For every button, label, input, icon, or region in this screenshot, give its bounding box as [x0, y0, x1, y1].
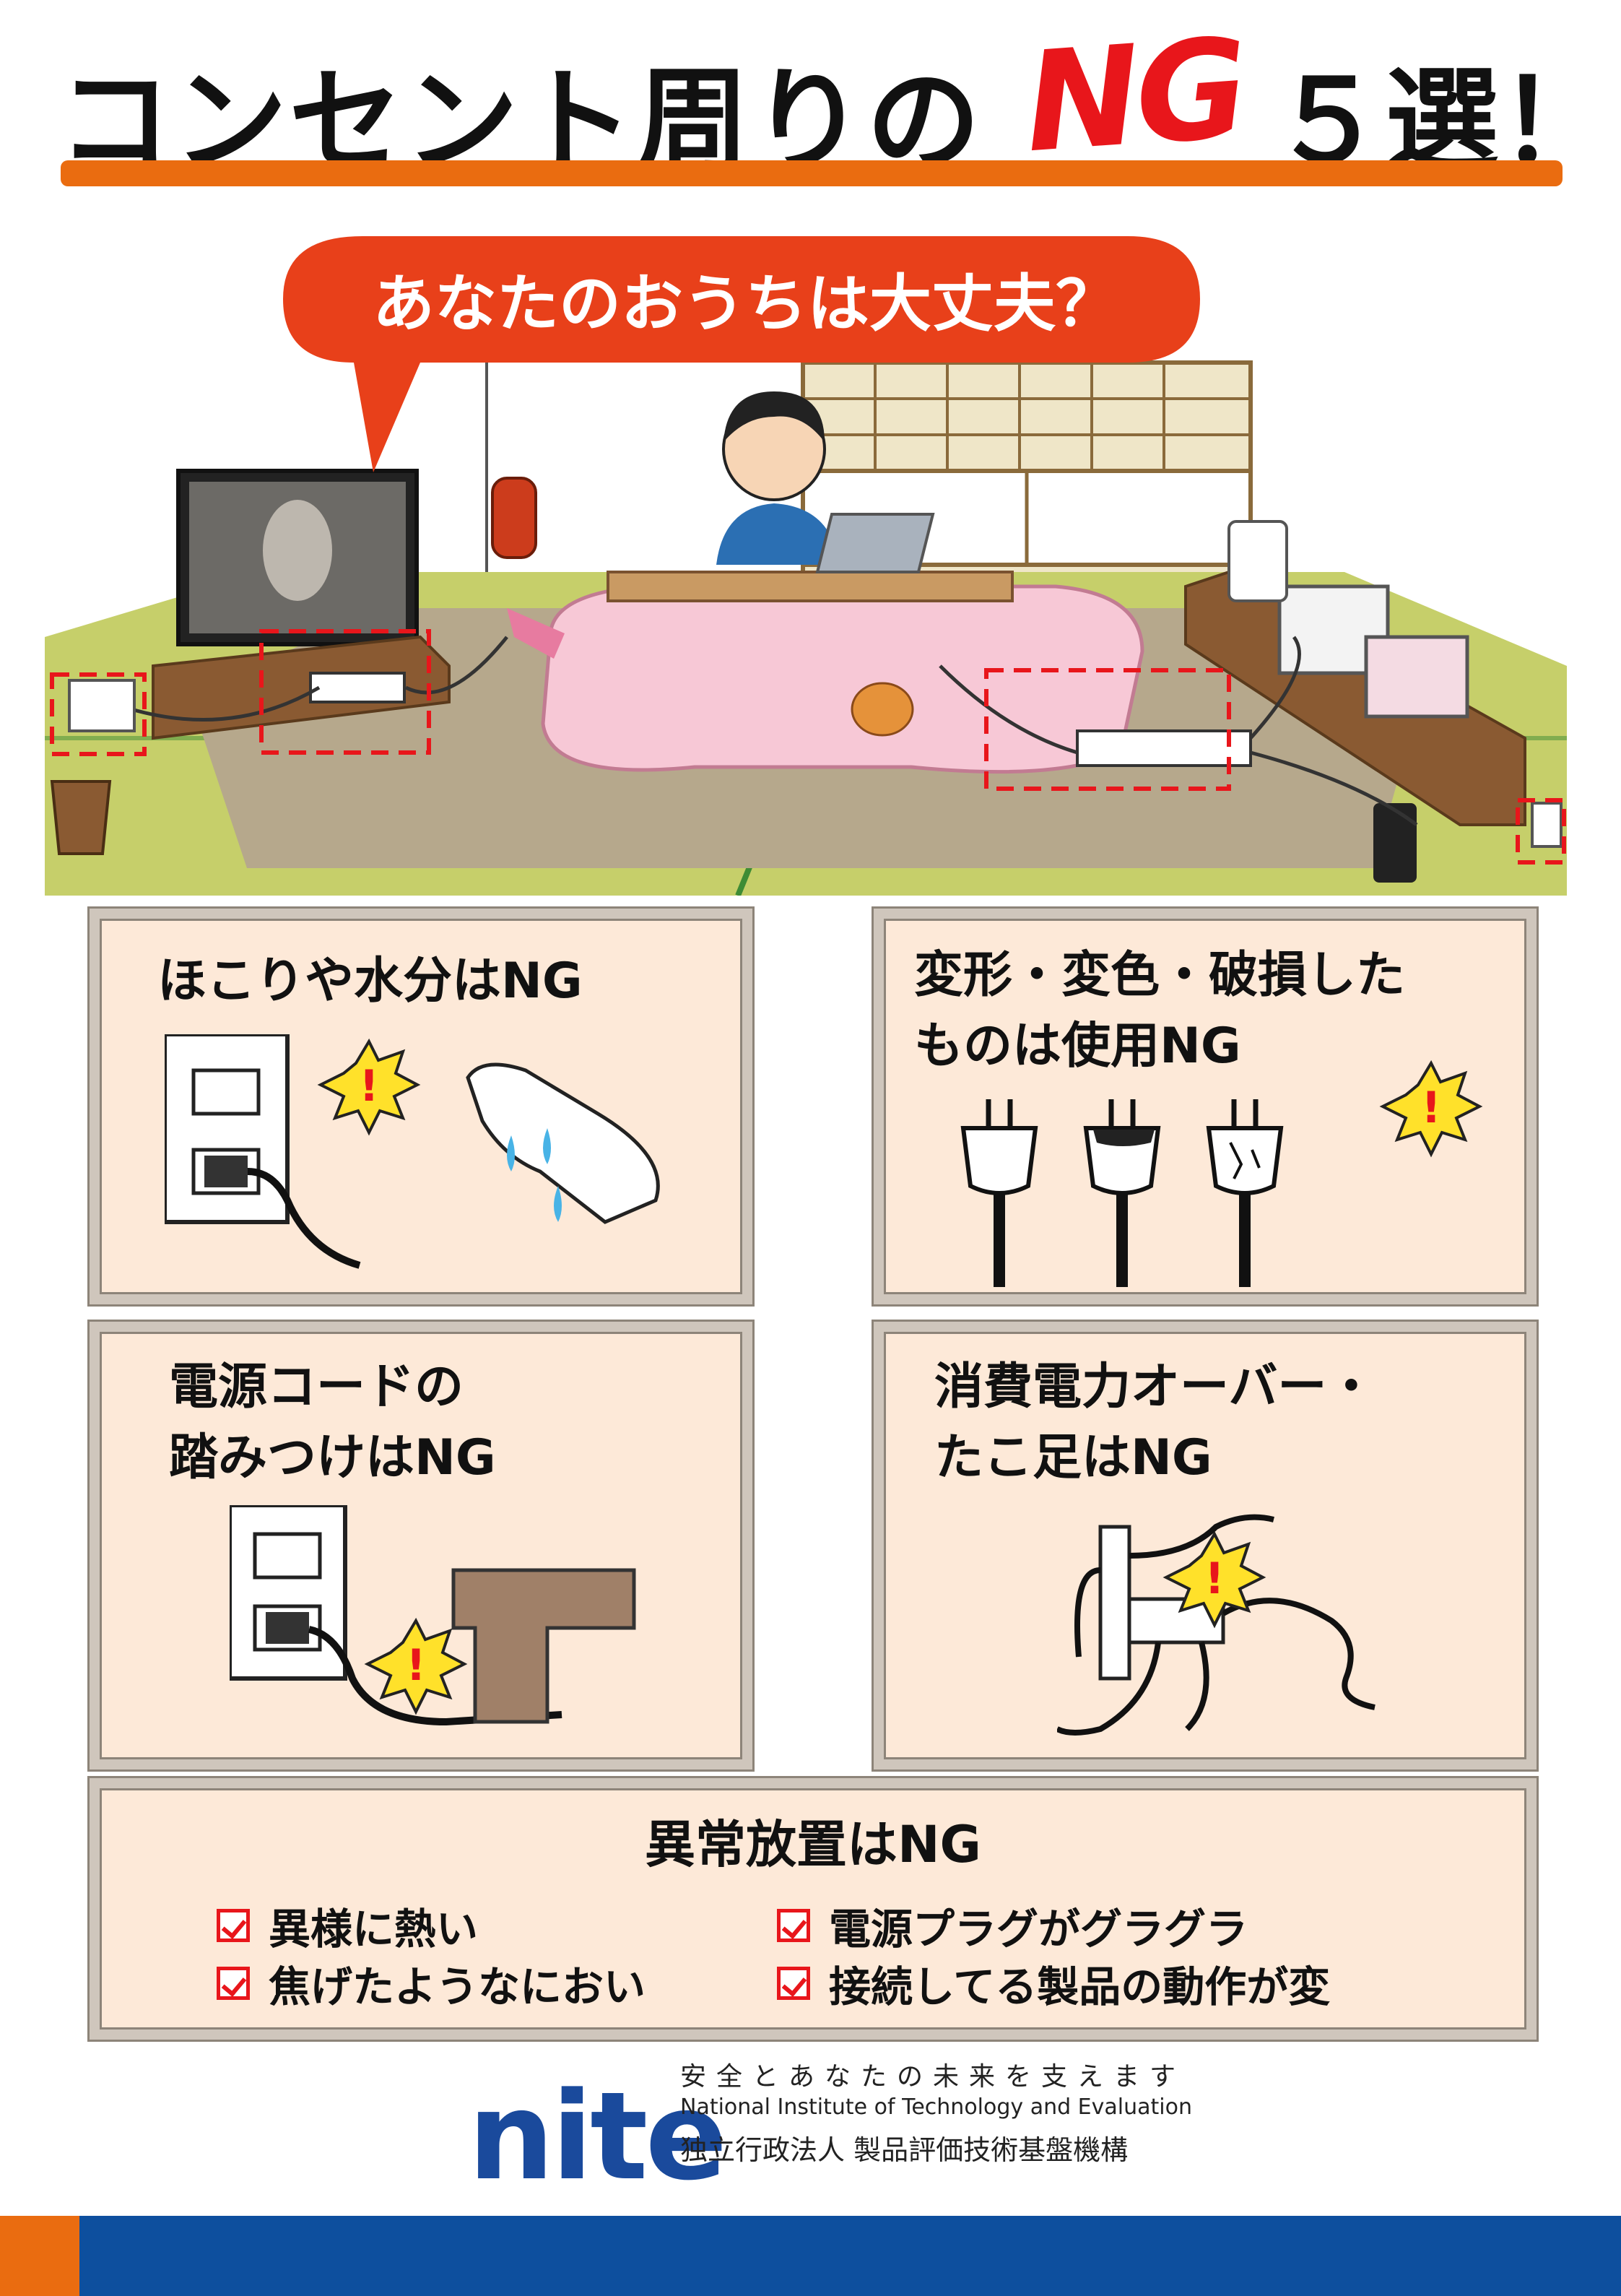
- panel-title-line1: 変形・変色・破損した: [914, 947, 1406, 1004]
- laptop: [815, 513, 935, 573]
- check-item: 異様に熱い: [217, 1895, 478, 1956]
- panel-title: ほこりや水分はNG: [157, 953, 583, 1010]
- speech-bubble: [283, 236, 1200, 472]
- living-room-illustration: [45, 233, 1567, 896]
- toaster-oven: [1364, 635, 1469, 719]
- panel-stepped-cord: 電源コードの 踏みつけはNG !: [90, 1322, 752, 1769]
- tagline: 安全とあなたの未来を支えます: [680, 2062, 1186, 2092]
- checkbox-icon: [217, 1967, 250, 2000]
- page-title: コンセント周りの NG ５選！: [58, 9, 1613, 189]
- power-strip: [1076, 729, 1252, 767]
- panel-abnormal-neglect: 異常放置はNG 異様に熱い 焦げたようなにおい 電源プラグがグラグラ 接続してる…: [90, 1778, 1537, 2040]
- plug-normal: [960, 1126, 1038, 1195]
- checkbox-icon: [777, 1909, 810, 1942]
- stepped-cord-illustration: !: [230, 1505, 636, 1726]
- panel-title-line1: 電源コードの: [169, 1359, 464, 1416]
- hazard-highlights: [50, 629, 1566, 865]
- router: [1373, 803, 1417, 883]
- check-item: 接続してる製品の動作が変: [777, 1953, 1330, 2014]
- svg-text:!: !: [1421, 1083, 1440, 1133]
- panel-overload: 消費電力オーバー・ たこ足はNG !: [874, 1322, 1537, 1769]
- hair-dryer: [507, 608, 565, 659]
- table-leg: [451, 1568, 636, 1724]
- panel-damaged-plugs: 変形・変色・破損した ものは使用NG !: [874, 909, 1537, 1304]
- humidifier: [1227, 520, 1288, 602]
- damaged-plugs-illustration: !: [960, 1060, 1483, 1287]
- title-ng: NG: [1020, 8, 1250, 183]
- svg-text:!: !: [359, 1061, 378, 1112]
- warning-burst-icon: [1162, 1530, 1266, 1629]
- footer-blue-band: [79, 2216, 1621, 2296]
- panel-title-line2: たこ足はNG: [934, 1429, 1212, 1486]
- panel-title-line2: ものは使用NG: [914, 1018, 1241, 1075]
- panel-title-line1: 消費電力オーバー・: [934, 1359, 1376, 1416]
- panel-dust-moisture: ほこりや水分はNG !: [90, 909, 752, 1304]
- nite-logo: nite: [468, 2066, 727, 2207]
- warning-burst-icon: [364, 1617, 468, 1715]
- panel-title-line2: 踏みつけはNG: [169, 1429, 496, 1486]
- warning-burst-icon: [317, 1038, 421, 1136]
- panel-title: 異常放置はNG: [644, 1815, 982, 1874]
- org-name-ja: 独立行政法人 製品評価技術基盤機構: [680, 2134, 1129, 2166]
- wall-outlet: [68, 679, 136, 732]
- plug-cracked: [1206, 1126, 1284, 1195]
- heater: [491, 477, 537, 559]
- speech-bubble-text: あなたのおうちは大丈夫？: [373, 268, 1118, 340]
- outlet-dust-illustration: !: [165, 1034, 660, 1269]
- cat: [851, 682, 914, 737]
- svg-text:!: !: [406, 1640, 425, 1691]
- checkbox-icon: [217, 1909, 250, 1942]
- svg-text:!: !: [1204, 1554, 1224, 1604]
- trash-bin: [50, 780, 112, 855]
- footer-orange-band: [0, 2216, 79, 2296]
- title-underline: [61, 160, 1563, 186]
- octopus-wiring-illustration: !: [1057, 1514, 1376, 1736]
- checkbox-icon: [777, 1967, 810, 2000]
- power-strip: [309, 672, 406, 703]
- check-item: 焦げたようなにおい: [217, 1953, 646, 2014]
- org-name-en: National Institute of Technology and Eva…: [680, 2094, 1192, 2120]
- wall-outlet: [1531, 802, 1563, 848]
- warning-burst-icon: [1379, 1060, 1483, 1158]
- check-item: 電源プラグがグラグラ: [777, 1895, 1248, 1956]
